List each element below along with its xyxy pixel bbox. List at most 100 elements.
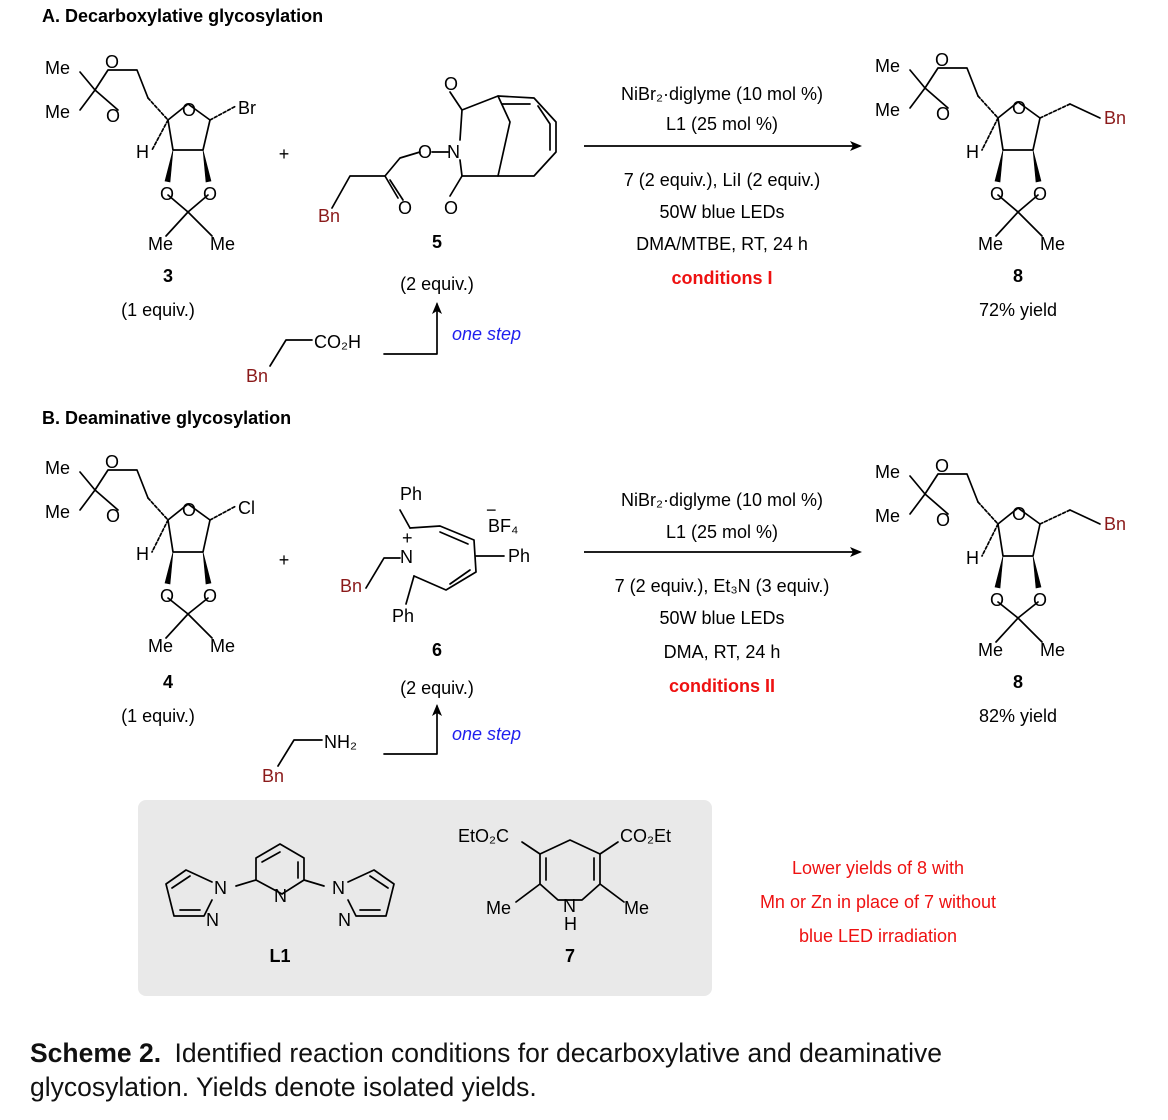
acid-label: CO₂H	[314, 332, 361, 352]
atom-me: Me	[875, 56, 900, 76]
atom-n: N	[214, 878, 227, 898]
atom-o: O	[105, 52, 119, 72]
atom-br: Br	[238, 98, 256, 118]
compound-4-number: 4	[163, 672, 173, 692]
compound-6-number: 6	[432, 640, 442, 660]
atom-me: Me	[45, 458, 70, 478]
cond-a-line4: 50W blue LEDs	[659, 202, 784, 222]
benzyl-group: Bn	[1104, 514, 1126, 534]
atom-me: Me	[486, 898, 511, 918]
ligand-l1-label: L1	[269, 946, 290, 966]
atom-n: N	[563, 896, 576, 916]
atom-h: H	[136, 544, 149, 564]
substrate-3: Me Me O O O Br H O O Me Me	[45, 52, 256, 254]
atom-h: H	[966, 548, 979, 568]
atom-o: O	[1033, 590, 1047, 610]
benzyl-group: Bn	[262, 766, 284, 786]
one-step-arrow-a	[383, 302, 442, 355]
atom-o: O	[203, 586, 217, 606]
charge-plus: +	[402, 528, 413, 548]
one-step-label-b: one step	[452, 724, 521, 744]
atom-n: N	[274, 886, 287, 906]
compound-8-number-b: 8	[1013, 672, 1023, 692]
note-line1: Lower yields of 8 with	[792, 858, 964, 878]
atom-h: H	[564, 914, 577, 934]
compound-3-equiv: (1 equiv.)	[121, 300, 195, 320]
cond-a-line2: L1 (25 mol %)	[666, 114, 778, 134]
svg-text:Scheme 2. Identified react: Scheme 2. Identified reaction conditions…	[30, 1038, 942, 1068]
atom-n: N	[447, 142, 460, 162]
compound-8-number-a: 8	[1013, 266, 1023, 286]
atom-ph: Ph	[392, 606, 414, 626]
atom-me: Me	[1040, 234, 1065, 254]
atom-me: Me	[978, 640, 1003, 660]
product-a-yield: 72% yield	[979, 300, 1057, 320]
atom-o: O	[444, 74, 458, 94]
cond-b-line3: 7 (2 equiv.), Et₃N (3 equiv.)	[615, 576, 830, 596]
atom-o: O	[936, 510, 950, 530]
atom-me: Me	[624, 898, 649, 918]
atom-h: H	[966, 142, 979, 162]
caption-line2: glycosylation. Yields denote isolated yi…	[30, 1072, 537, 1102]
hantzsch-ester-7: EtO₂C CO₂Et Me Me N H	[458, 826, 671, 934]
atom-n: N	[338, 910, 351, 930]
cond-a-line5: DMA/MTBE, RT, 24 h	[636, 234, 808, 254]
compound-7-label: 7	[565, 946, 575, 966]
atom-me: Me	[45, 502, 70, 522]
reagent-6: Ph Ph Ph N + BF₄ − Bn	[340, 484, 530, 626]
cond-b-line2: L1 (25 mol %)	[666, 522, 778, 542]
amine-label: NH₂	[324, 732, 357, 752]
compound-3-number: 3	[163, 266, 173, 286]
atom-n: N	[400, 547, 413, 567]
cond-a-line3: 7 (2 equiv.), LiI (2 equiv.)	[624, 170, 820, 190]
substrate-4: Me Me O O O Cl H O O Me Me	[45, 452, 255, 656]
atom-o: O	[160, 586, 174, 606]
atom-me: Me	[148, 234, 173, 254]
primary-amine: NH₂ Bn	[262, 732, 357, 786]
atom-o: O	[106, 106, 120, 126]
atom-me: Me	[875, 506, 900, 526]
note-line3: blue LED irradiation	[799, 926, 957, 946]
atom-o: O	[160, 184, 174, 204]
caption-label: Scheme 2.	[30, 1038, 161, 1068]
atom-o: O	[203, 184, 217, 204]
atom-me: Me	[978, 234, 1003, 254]
atom-cl: Cl	[238, 498, 255, 518]
cond-b-line5: DMA, RT, 24 h	[664, 642, 781, 662]
atom-me: Me	[45, 58, 70, 78]
plus-sign: +	[279, 550, 290, 570]
atom-o: O	[990, 590, 1004, 610]
compound-4-equiv: (1 equiv.)	[121, 706, 195, 726]
compound-5-number: 5	[432, 232, 442, 252]
atom-o: O	[1012, 98, 1026, 118]
product-b-yield: 82% yield	[979, 706, 1057, 726]
section-a-title: A. Decarboxylative glycosylation	[42, 6, 323, 26]
product-8-b: Me Me O O O Bn H O O Me Me	[875, 456, 1126, 660]
atom-me: Me	[210, 234, 235, 254]
benzyl-group: Bn	[1104, 108, 1126, 128]
atom-o: O	[990, 184, 1004, 204]
atom-me: Me	[1040, 640, 1065, 660]
benzyl-group: Bn	[340, 576, 362, 596]
compound-6-equiv: (2 equiv.)	[400, 678, 474, 698]
atom-o: O	[1033, 184, 1047, 204]
cond-b-line4: 50W blue LEDs	[659, 608, 784, 628]
atom-o: O	[935, 456, 949, 476]
carboxylic-acid: CO₂H Bn	[246, 332, 361, 386]
ligand-l1: N N N N N	[165, 843, 395, 930]
atom-o: O	[105, 452, 119, 472]
atom-me: Me	[875, 100, 900, 120]
atom-o: O	[418, 142, 432, 162]
atom-o: O	[106, 506, 120, 526]
atom-me: Me	[148, 636, 173, 656]
ester-group: CO₂Et	[620, 826, 671, 846]
section-b-title: B. Deaminative glycosylation	[42, 408, 291, 428]
atom-me: Me	[875, 462, 900, 482]
atom-ph: Ph	[508, 546, 530, 566]
atom-me: Me	[45, 102, 70, 122]
reagent-structures-box	[138, 800, 712, 996]
benzyl-group: Bn	[246, 366, 268, 386]
plus-sign: +	[279, 144, 290, 164]
atom-o: O	[182, 500, 196, 520]
